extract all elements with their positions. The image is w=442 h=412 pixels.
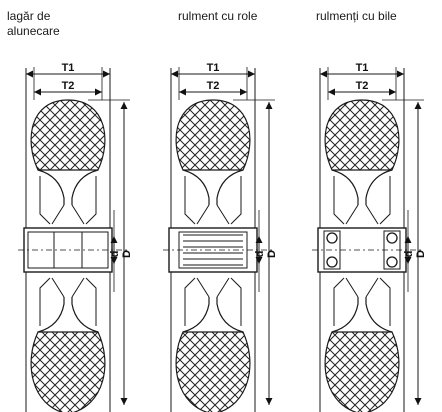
t1-label: T1 — [356, 62, 369, 74]
rim-top — [182, 169, 244, 205]
t2-label: T2 — [356, 80, 369, 92]
rim-bottom — [182, 297, 244, 333]
spoke-top — [51, 204, 85, 225]
small-d-label: d — [403, 251, 415, 258]
small-d-label: d — [109, 251, 121, 258]
t1-label: T1 — [62, 62, 75, 74]
disc-bottom — [333, 277, 391, 326]
disc-top — [333, 176, 391, 225]
t2-label: T2 — [62, 80, 75, 92]
tire-top — [175, 99, 251, 171]
disc-bottom — [184, 277, 242, 326]
small-d-label: d — [254, 251, 266, 258]
big-d-label: D — [121, 250, 133, 258]
caption-plain-bearing: lagăr de alunecare — [7, 9, 60, 38]
ball — [386, 256, 398, 268]
caption-roller-bearing: rulment cu role — [178, 9, 258, 23]
t2-label: T2 — [207, 80, 220, 92]
spoke-bottom — [51, 277, 85, 298]
disc-top — [184, 176, 242, 225]
disc-top — [39, 176, 97, 225]
spoke-top — [345, 204, 379, 225]
t1-label: T1 — [207, 62, 220, 74]
ball — [326, 256, 338, 268]
rim-top — [331, 169, 393, 205]
rim-bottom — [331, 297, 393, 333]
big-d-label: D — [266, 250, 278, 258]
caption-ball-bearing: rulmenți cu bile — [316, 9, 397, 23]
big-d-label: D — [415, 250, 427, 258]
rim-top — [37, 169, 99, 205]
ball — [386, 232, 398, 244]
tire-top — [324, 99, 400, 171]
tire-top — [30, 99, 106, 171]
spoke-top — [196, 204, 230, 225]
rim-bottom — [37, 297, 99, 333]
tire-bottom — [324, 331, 400, 412]
ball — [326, 232, 338, 244]
disc-bottom — [39, 277, 97, 326]
tire-bottom — [30, 331, 106, 412]
spoke-bottom — [196, 277, 230, 298]
tire-bottom — [175, 331, 251, 412]
spoke-bottom — [345, 277, 379, 298]
